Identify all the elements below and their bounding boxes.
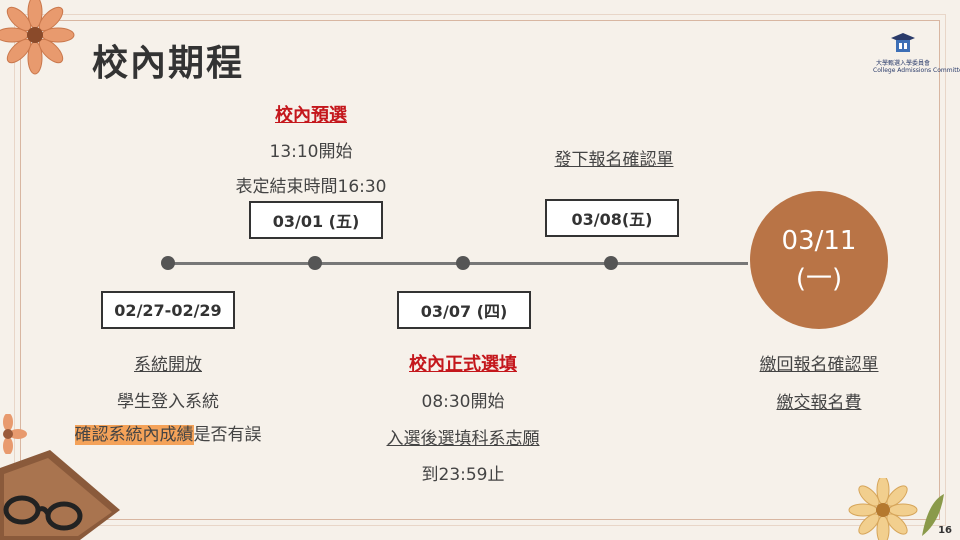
- flower-bottom-right-icon: [848, 478, 918, 540]
- m1-line2: 確認系統內成績是否有誤: [48, 420, 288, 445]
- m5-line1: 繳回報名確認單: [759, 355, 879, 375]
- m1-highlight: 確認系統內成績: [74, 425, 194, 445]
- m2-line2: 表定結束時間16:30: [235, 177, 387, 197]
- date-box-0307: 03/07 (四): [397, 291, 531, 329]
- m1-line2-rest: 是否有誤: [193, 425, 262, 445]
- timeline-dot-3: [456, 256, 470, 270]
- date-box-0308: 03/08(五): [545, 199, 679, 237]
- circle-date: 03/11: [781, 226, 857, 256]
- book-and-glasses-icon: [0, 450, 120, 540]
- logo: 大學甄選入學委員會 College Admissions Committee: [873, 32, 960, 74]
- m1-heading: 系統開放: [134, 355, 202, 375]
- m3-line3: 到23:59止: [421, 465, 505, 485]
- m2-line1: 13:10開始: [269, 142, 353, 162]
- page-title: 校內期程: [92, 43, 245, 84]
- logo-subtext: College Admissions Committee: [873, 67, 960, 74]
- slide-border: [20, 20, 940, 520]
- timeline-dot-4: [604, 256, 618, 270]
- date-circle-0311: 03/11 (一): [750, 191, 888, 329]
- timeline-dot-1: [161, 256, 175, 270]
- page-number: 16: [938, 525, 952, 536]
- date-box-0301: 03/01 (五): [249, 201, 383, 239]
- timeline-dot-2: [308, 256, 322, 270]
- outer-border: [14, 14, 946, 526]
- graduation-cap-icon: [891, 33, 915, 52]
- m3-line1: 08:30開始: [421, 392, 505, 412]
- m3-heading: 校內正式選填: [409, 354, 517, 375]
- m3-line2: 入選後選填科系志願: [386, 429, 540, 449]
- m5-line2: 繳交報名費: [776, 393, 862, 413]
- m4-heading: 發下報名確認單: [554, 150, 674, 170]
- flower-left-icon: [3, 414, 27, 454]
- m2-heading: 校內預選: [275, 105, 347, 126]
- flower-top-left-icon: [0, 0, 75, 75]
- date-box-0227: 02/27-02/29: [101, 291, 235, 329]
- leaf-icon: [922, 494, 944, 536]
- circle-weekday: (一): [795, 264, 843, 294]
- m1-line1: 學生登入系統: [117, 392, 219, 412]
- logo-text: 大學甄選入學委員會: [875, 60, 930, 67]
